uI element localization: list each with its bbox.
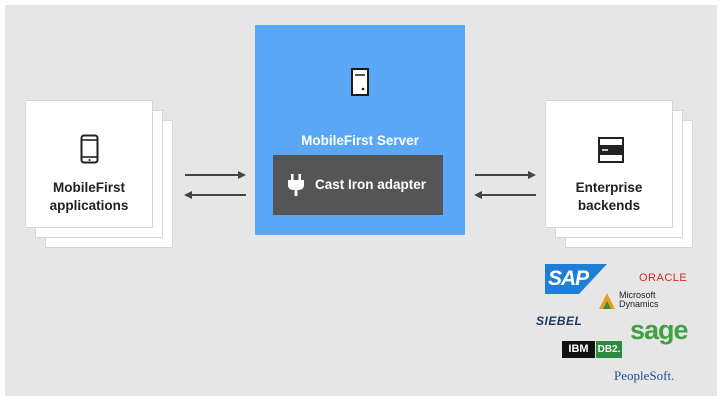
cast-iron-adapter-box: Cast Iron adapter	[273, 155, 443, 215]
right-bidirectional-arrows	[474, 171, 536, 199]
adapter-label: Cast Iron adapter	[315, 177, 427, 192]
dynamics-shape-icon	[599, 293, 615, 309]
backends-label-line1: Enterprise	[575, 180, 643, 195]
sap-logo: SAP	[545, 264, 607, 294]
peoplesoft-logo: PeopleSoft.	[614, 368, 675, 383]
mobilefirst-server-box: MobileFirst Server Cast Iron adapter	[255, 25, 465, 235]
left-bidirectional-arrows	[184, 171, 246, 199]
siebel-logo: SIEBEL	[536, 314, 583, 328]
server-icon	[351, 68, 369, 96]
db2-text: DB2.	[596, 341, 622, 358]
dynamics-text: Dynamics	[619, 299, 659, 309]
sap-text: SAP	[548, 267, 589, 290]
plug-icon	[288, 174, 304, 196]
oracle-logo: ORACLE	[639, 272, 688, 284]
mobile-apps-label-line2: applications	[49, 198, 129, 213]
mobile-apps-card: MobileFirst applications	[25, 100, 153, 228]
enterprise-backends-card: Enterprise backends	[545, 100, 673, 228]
microsoft-dynamics-logo: Microsoft Dynamics	[597, 288, 667, 310]
mobile-apps-label-line1: MobileFirst	[52, 180, 125, 195]
microsoft-text: Microsoft	[619, 290, 656, 300]
smartphone-icon	[80, 134, 99, 164]
server-title: MobileFirst Server	[301, 133, 419, 148]
backends-label-line2: backends	[577, 198, 641, 213]
ibm-text: IBM	[562, 341, 595, 358]
storage-icon	[598, 137, 624, 163]
ibm-db2-logo: IBM DB2.	[562, 341, 622, 358]
sage-logo: sage	[630, 315, 689, 345]
